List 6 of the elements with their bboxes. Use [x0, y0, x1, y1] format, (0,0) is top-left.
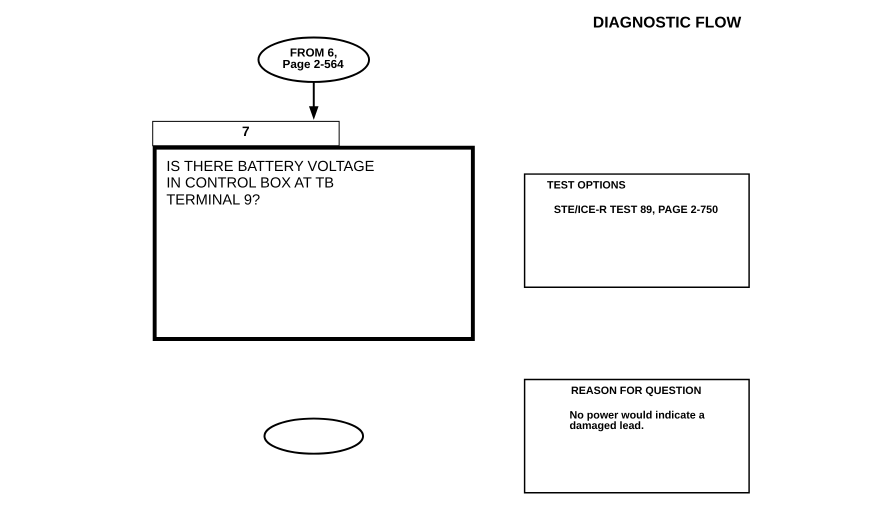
- arrow: [308, 82, 319, 120]
- node-ellipse: FROM 6, Page 2-564: [258, 36, 370, 83]
- node-box: REASON FOR QUESTION No power would indicate a damaged lead.: [524, 378, 750, 494]
- node-oval: [264, 418, 364, 455]
- diagram-title: DIAGNOSTIC FLOW: [592, 14, 742, 32]
- node-box: TEST OPTIONS STE/ICE-R TEST 89, PAGE 2-750: [524, 173, 750, 288]
